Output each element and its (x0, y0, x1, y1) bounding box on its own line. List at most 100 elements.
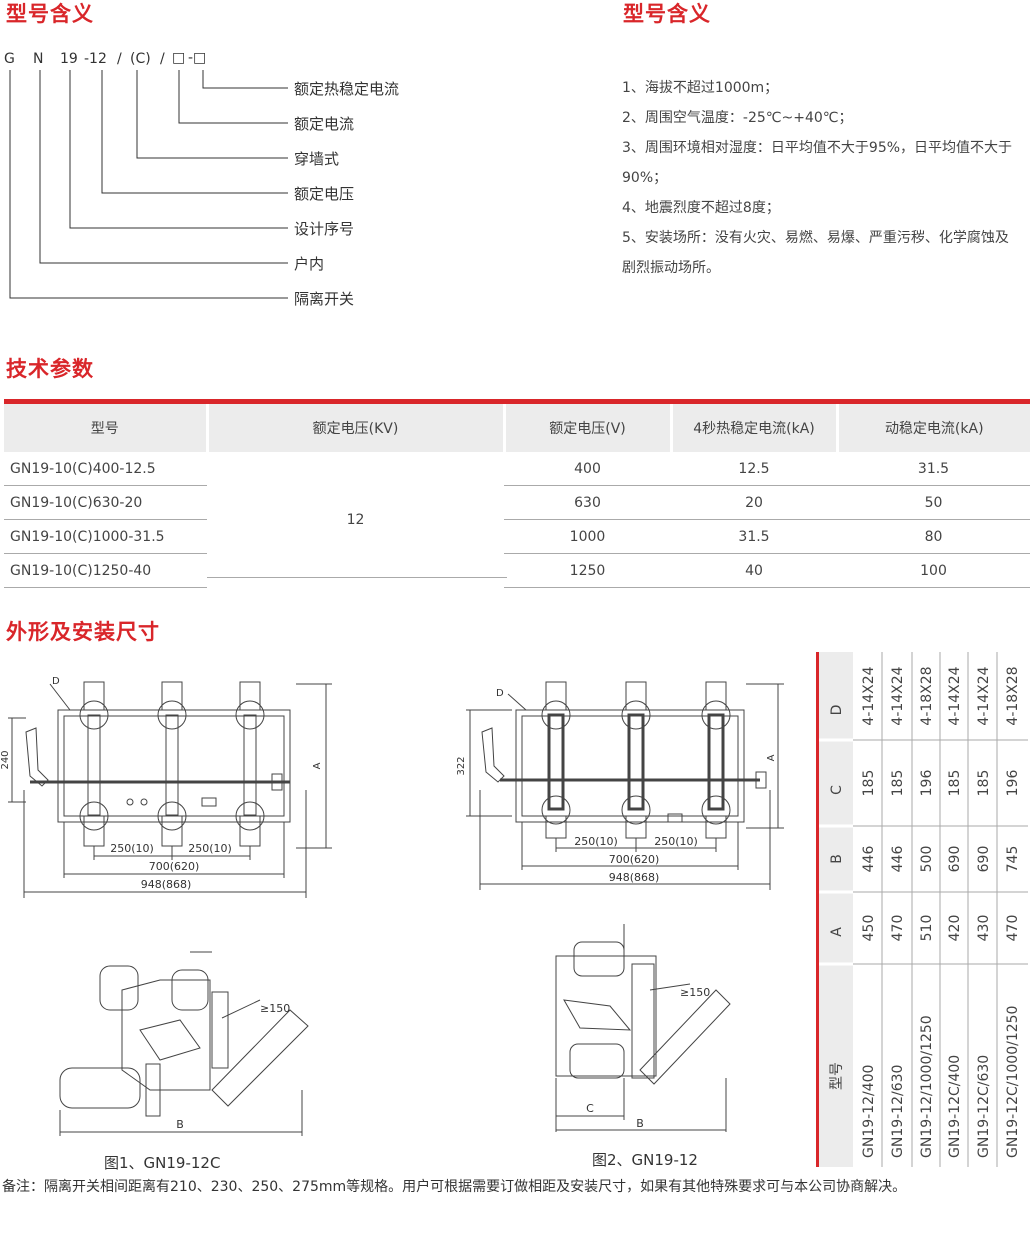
footnote: 备注：隔离开关相间距离有210、230、250、275mm等规格。用户可根据需要… (2, 1179, 907, 1195)
dcell-a: 420 (947, 915, 963, 942)
fig1-caption: 图1、GN19-12C (104, 1154, 221, 1172)
code-n: N (33, 51, 44, 67)
section-title-model: 型号含义 (6, 2, 94, 26)
dim-table-row: 4-14X24 185 690 430 GN19-12C/630 (976, 666, 992, 1158)
dim-table-row: 4-18X28 196 745 470 GN19-12C/1000/1250 (1005, 666, 1021, 1158)
table-row: GN19-10(C)1000-31.5 1000 31.5 80 (4, 519, 1030, 554)
table-bottom-line (207, 577, 507, 578)
table-row: GN19-10(C)400-12.5 12 400 12.5 31.5 (4, 452, 1030, 528)
th-model: 型号 (4, 404, 207, 452)
fig1-label-w2: 948(868) (141, 878, 192, 891)
fig1-label-clearance: ≥150 (260, 1002, 290, 1015)
fig1-front-view: D 240 A 250(10) 250(10) 700(620) 948(868… (0, 676, 332, 898)
cell-dynamic: 100 (837, 553, 1030, 588)
dim-table-row: 4-18X28 196 500 510 GN19-12/1000/1250 (919, 666, 935, 1158)
code-bracket-lines (9, 70, 288, 299)
code-c: (C) (130, 51, 151, 67)
dcell-b: 500 (919, 846, 935, 873)
fig2-side-view: ≥150 C B (555, 924, 731, 1132)
code-slash2: / (160, 51, 165, 67)
table-row: GN19-10(C)630-20 630 20 50 (4, 485, 1030, 520)
dim-table-row: 4-14X24 185 690 420 GN19-12C/400 (947, 666, 963, 1158)
dcell-a: 470 (1005, 915, 1021, 942)
dim-table-row: 4-14X24 185 446 470 GN19-12/630 (890, 666, 906, 1158)
cell-model: GN19-10(C)1250-40 (4, 553, 207, 588)
fig1-label-s1: 250(10) (110, 842, 154, 855)
dcell-d: 4-14X24 (861, 666, 877, 725)
fig2-label-b: B (636, 1117, 644, 1130)
fig1-label-s2: 250(10) (188, 842, 232, 855)
fig1-label-d: D (52, 676, 60, 687)
cell-thermal: 20 (671, 485, 837, 520)
dcell-b: 745 (1005, 846, 1021, 873)
dcell-model: GN19-12/630 (890, 1065, 906, 1158)
fig2-label-h: 322 (456, 756, 467, 775)
condition-item: 5、安装场所：没有火灾、易燃、易爆、严重污秽、化学腐蚀及剧烈振动场所。 (622, 230, 1009, 276)
fig2-label-d: D (496, 688, 504, 699)
dth-b: B (829, 854, 845, 864)
dcell-b: 690 (947, 846, 963, 873)
legend-indoor: 户内 (294, 255, 325, 273)
cell-voltage-v: 1000 (504, 519, 671, 554)
legend-rated-current: 额定电流 (294, 115, 355, 133)
section-title-model-right: 型号含义 (623, 2, 711, 26)
fig1-label-a: A (312, 762, 323, 769)
dcell-model: GN19-12C/1000/1250 (1005, 1006, 1021, 1158)
dcell-c: 185 (861, 770, 877, 797)
dcell-c: 185 (947, 770, 963, 797)
fig1-label-w1: 700(620) (149, 860, 200, 873)
legend-design-serial: 设计序号 (294, 220, 355, 238)
cell-thermal: 31.5 (671, 519, 837, 554)
fig2-label-w1: 700(620) (609, 853, 660, 866)
fig2-label-w2: 948(868) (609, 871, 660, 884)
code-19: 19 (60, 51, 78, 67)
fig2-label-c: C (586, 1102, 594, 1115)
section-title-tech: 技术参数 (6, 357, 94, 381)
tech-header-row: 型号 额定电压(KV) 额定电压(V) 4秒热稳定电流(kA) 动稳定电流(kA… (4, 404, 1030, 452)
dcell-d: 4-18X28 (919, 666, 935, 725)
th-voltage-kv: 额定电压(KV) (205, 404, 504, 452)
dth-d: D (829, 705, 845, 716)
dcell-a: 430 (976, 915, 992, 942)
legend-thermal-current: 额定热稳定电流 (294, 80, 400, 98)
condition-item: 2、周围空气温度：-25℃~+40℃； (622, 110, 853, 126)
cell-thermal: 40 (671, 553, 837, 588)
cell-voltage-v: 630 (504, 485, 671, 520)
dcell-a: 450 (861, 915, 877, 942)
dcell-model: GN19-12/1000/1250 (919, 1015, 935, 1158)
th-dynamic: 动稳定电流(kA) (835, 404, 1030, 452)
cell-dynamic: 50 (837, 485, 1030, 520)
cell-dynamic: 31.5 (837, 452, 1030, 486)
code-box2: -□ (188, 50, 207, 66)
fig1-label-b: B (176, 1118, 184, 1131)
tech-table: 型号 额定电压(KV) 额定电压(V) 4秒热稳定电流(kA) 动稳定电流(kA… (4, 399, 1030, 588)
table-row: GN19-10(C)1250-40 1250 40 100 (4, 553, 1030, 588)
dim-table-row: 4-14X24 185 446 450 GN19-12/400 (861, 666, 877, 1158)
cell-voltage-v: 1250 (504, 553, 671, 588)
cell-model: GN19-10(C)400-12.5 (4, 452, 207, 486)
dcell-d: 4-18X28 (1005, 666, 1021, 725)
conditions-list: 1、海拔不超过1000m； 2、周围空气温度：-25℃~+40℃； 3、周围环境… (622, 73, 1022, 283)
dcell-d: 4-14X24 (890, 666, 906, 725)
dcell-model: GN19-12C/400 (947, 1055, 963, 1158)
fig2-caption: 图2、GN19-12 (592, 1151, 698, 1169)
dcell-c: 196 (919, 770, 935, 797)
dcell-c: 185 (976, 770, 992, 797)
code-slash1: / (117, 51, 122, 67)
dcell-d: 4-14X24 (947, 666, 963, 725)
dcell-a: 510 (919, 915, 935, 942)
fig1-label-h: 240 (0, 750, 11, 769)
condition-item: 1、海拔不超过1000m； (622, 80, 779, 96)
dim-table: D C B A 型号 4-14X24 185 446 450 GN19-12/4… (816, 652, 1028, 1167)
cell-dynamic: 80 (837, 519, 1030, 554)
th-voltage-v: 额定电压(V) (502, 404, 671, 452)
dcell-b: 446 (861, 846, 877, 873)
dcell-c: 185 (890, 770, 906, 797)
dcell-model: GN19-12/400 (861, 1065, 877, 1158)
fig2-front-view: D 322 A 250(10) 250(10) 700(620) 948(868… (456, 681, 784, 890)
cell-thermal: 12.5 (671, 452, 837, 486)
dth-model: 型号 (829, 1062, 845, 1090)
dcell-a: 470 (890, 915, 906, 942)
condition-item: 4、地震烈度不超过8度； (622, 200, 780, 216)
dth-a: A (829, 927, 845, 937)
